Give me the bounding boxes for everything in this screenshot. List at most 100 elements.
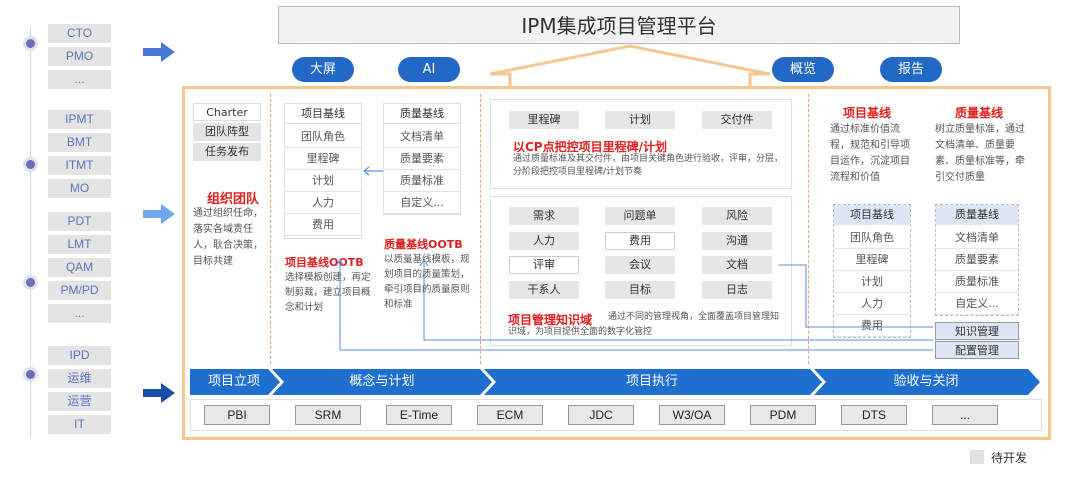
- knowledge-item[interactable]: 问题单: [605, 207, 675, 225]
- pill-ai[interactable]: AI: [398, 57, 460, 82]
- knowledge-item[interactable]: 文档: [702, 256, 772, 274]
- left-role-item[interactable]: CTO: [48, 24, 111, 43]
- left-role-item[interactable]: MO: [48, 179, 111, 198]
- left-role-item[interactable]: LMT: [48, 235, 111, 254]
- timeline-dot: [26, 278, 35, 287]
- left-role-item[interactable]: IPMT: [48, 110, 111, 129]
- knowledge-item[interactable]: 风险: [702, 207, 772, 225]
- list-item[interactable]: 文档清单: [936, 227, 1018, 249]
- right-quality-header: 质量基线: [936, 205, 1018, 225]
- right-baseline-table: 项目基线 团队角色里程碑计划人力费用: [833, 204, 911, 338]
- org-desc: 通过组织任命，落实各域责任人，耿合决策，目标共建: [193, 208, 263, 267]
- knowledge-item[interactable]: 会议: [605, 256, 675, 274]
- org-heading: 组织团队: [207, 192, 260, 207]
- list-item[interactable]: 团队角色: [834, 227, 910, 249]
- knowledge-heading: 项目管理知识域: [508, 313, 593, 327]
- milestone-desc: 通过质量标准及其交付件，由项目关键角色进行验收，评审，分层，分阶段把控项目里程碑…: [513, 154, 784, 177]
- phase-initiation[interactable]: 项目立项: [207, 374, 260, 389]
- list-item[interactable]: 费用: [834, 315, 910, 337]
- timeline-line: [30, 28, 31, 438]
- system-item[interactable]: W3/OA: [659, 405, 725, 425]
- left-role-item[interactable]: ...: [48, 70, 111, 89]
- list-item[interactable]: 里程碑: [834, 249, 910, 271]
- list-item[interactable]: 质量标准: [936, 271, 1018, 293]
- quality-table: 质量基线 文档清单质量要素质量标准自定义...: [383, 103, 461, 215]
- list-item[interactable]: 团队角色: [285, 126, 361, 148]
- left-role-item[interactable]: PM/PD: [48, 281, 111, 300]
- right-baseline-header: 项目基线: [834, 205, 910, 225]
- org-item[interactable]: Charter: [193, 103, 261, 121]
- knowledge-item[interactable]: 干系人: [509, 281, 579, 299]
- pill-overview[interactable]: 概览: [772, 57, 834, 82]
- quality-ootb-title: 质量基线OOTB: [384, 238, 463, 251]
- baseline-header: 项目基线: [285, 104, 361, 124]
- list-item[interactable]: 人力: [834, 293, 910, 315]
- legend-swatch: [970, 450, 984, 464]
- system-item[interactable]: PDM: [750, 405, 816, 425]
- left-role-item[interactable]: IT: [48, 415, 111, 434]
- phase-bar: [190, 369, 1040, 395]
- knowledge-item[interactable]: 人力: [509, 232, 579, 250]
- pill-report[interactable]: 报告: [880, 57, 942, 82]
- phase-closing[interactable]: 验收与关闭: [893, 374, 959, 389]
- left-role-item[interactable]: 运营: [48, 392, 111, 411]
- arrow-left-icon: [363, 166, 383, 176]
- list-item[interactable]: 质量标准: [384, 170, 460, 192]
- left-role-item[interactable]: PMO: [48, 47, 111, 66]
- left-role-item[interactable]: ITMT: [48, 156, 111, 175]
- org-list: Charter 团队阵型 任务发布: [193, 103, 261, 163]
- org-item[interactable]: 任务发布: [193, 143, 261, 161]
- knowledge-mgmt[interactable]: 知识管理: [935, 322, 1019, 340]
- tab-deliverable[interactable]: 交付件: [702, 111, 772, 129]
- org-item[interactable]: 团队阵型: [193, 123, 261, 141]
- system-item[interactable]: PBI: [204, 405, 270, 425]
- knowledge-item[interactable]: 沟通: [702, 232, 772, 250]
- knowledge-item[interactable]: 日志: [702, 281, 772, 299]
- tab-plan[interactable]: 计划: [605, 111, 675, 129]
- list-item[interactable]: 计划: [834, 271, 910, 293]
- phase-execution[interactable]: 项目执行: [625, 374, 678, 389]
- list-item[interactable]: 文档清单: [384, 126, 460, 148]
- tab-milestone[interactable]: 里程碑: [509, 111, 579, 129]
- knowledge-item[interactable]: 费用: [605, 232, 675, 250]
- milestone-heading: 以CP点把控项目里程碑/计划: [513, 140, 667, 154]
- list-item[interactable]: 里程碑: [285, 148, 361, 170]
- phase-concept[interactable]: 概念与计划: [349, 374, 415, 389]
- divider: [808, 94, 809, 364]
- system-item[interactable]: ECM: [477, 405, 543, 425]
- list-item[interactable]: 计划: [285, 170, 361, 192]
- arrow-right-icon: [143, 204, 175, 224]
- left-role-item[interactable]: 运维: [48, 369, 111, 388]
- right-quality-table: 质量基线 文档清单质量要素质量标准自定义...: [935, 204, 1019, 316]
- system-item[interactable]: E-Time: [386, 405, 452, 425]
- list-item[interactable]: 人力: [285, 192, 361, 214]
- left-role-item[interactable]: PDT: [48, 212, 111, 231]
- timeline-dot: [26, 39, 35, 48]
- list-item[interactable]: 自定义...: [384, 192, 460, 214]
- list-item[interactable]: 质量要素: [936, 249, 1018, 271]
- arrow-right-icon: [143, 383, 175, 403]
- arrow-right-icon: [143, 42, 175, 62]
- pill-dashboard[interactable]: 大屏: [292, 57, 354, 82]
- list-item[interactable]: 费用: [285, 214, 361, 236]
- baseline-table: 项目基线 团队角色里程碑计划人力费用: [284, 103, 362, 239]
- system-item[interactable]: ...: [932, 405, 998, 425]
- left-role-item[interactable]: BMT: [48, 133, 111, 152]
- list-item[interactable]: 质量要素: [384, 148, 460, 170]
- knowledge-item[interactable]: 需求: [509, 207, 579, 225]
- timeline-dot: [26, 160, 35, 169]
- config-mgmt[interactable]: 配置管理: [935, 341, 1019, 359]
- knowledge-item[interactable]: 评审: [509, 256, 579, 274]
- system-item[interactable]: DTS: [841, 405, 907, 425]
- list-item[interactable]: 自定义...: [936, 293, 1018, 315]
- connector-lines: [335, 260, 933, 351]
- right-baseline-heading: 项目基线: [843, 106, 892, 120]
- system-item[interactable]: JDC: [568, 405, 634, 425]
- divider: [270, 94, 271, 364]
- system-item[interactable]: SRM: [295, 405, 361, 425]
- knowledge-item[interactable]: 目标: [605, 281, 675, 299]
- left-role-item[interactable]: ...: [48, 304, 111, 323]
- right-quality-desc: 树立质量标准，通过文档清单、质量要素、质量标准等，牵引交付质量: [935, 124, 1025, 183]
- left-role-item[interactable]: QAM: [48, 258, 111, 277]
- left-role-item[interactable]: IPD: [48, 346, 111, 365]
